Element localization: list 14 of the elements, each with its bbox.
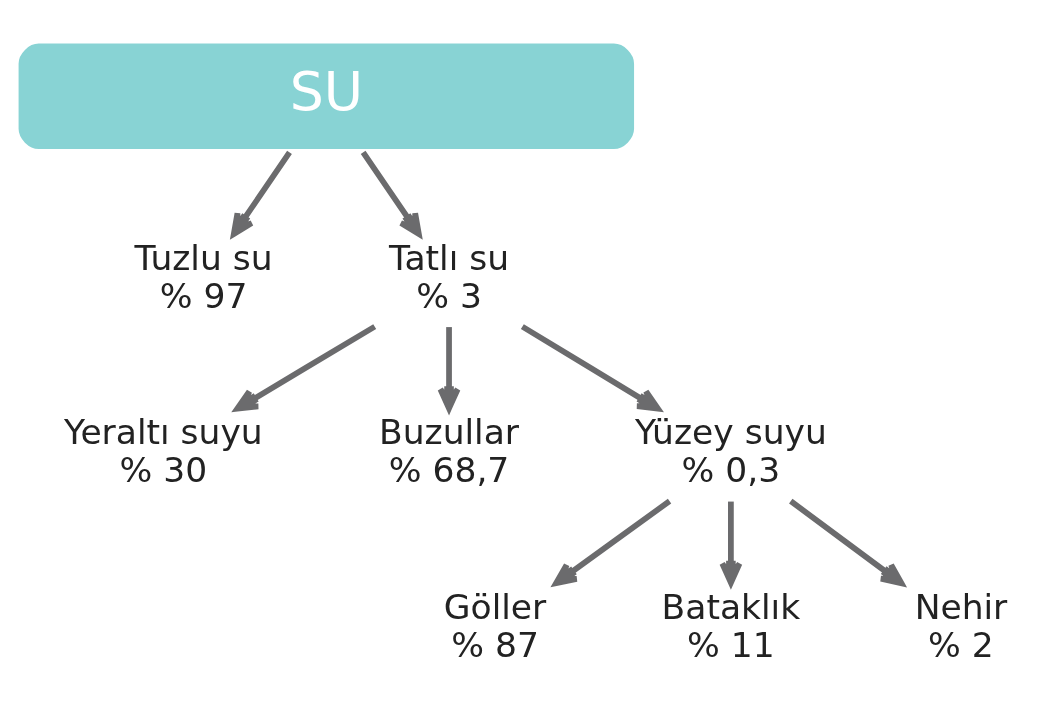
arrow — [520, 324, 661, 412]
arrow — [230, 150, 292, 237]
arrow — [553, 498, 672, 587]
node-text: Buzullar % 68,7 — [379, 412, 520, 491]
arrow — [789, 498, 905, 587]
node-text: Yüzey suyu % 0,3 — [634, 412, 827, 491]
node-text: Tatlı su % 3 — [389, 237, 510, 316]
node-text: Bataklık % 11 — [661, 586, 801, 665]
arrow — [234, 324, 377, 412]
node-text: Yeraltı suyu % 30 — [63, 412, 263, 491]
arrow — [360, 150, 422, 237]
node-text: Göller % 87 — [443, 586, 547, 665]
node-text: Nehir % 2 — [914, 586, 1008, 665]
node-text: Tuzlu su % 97 — [134, 237, 273, 316]
